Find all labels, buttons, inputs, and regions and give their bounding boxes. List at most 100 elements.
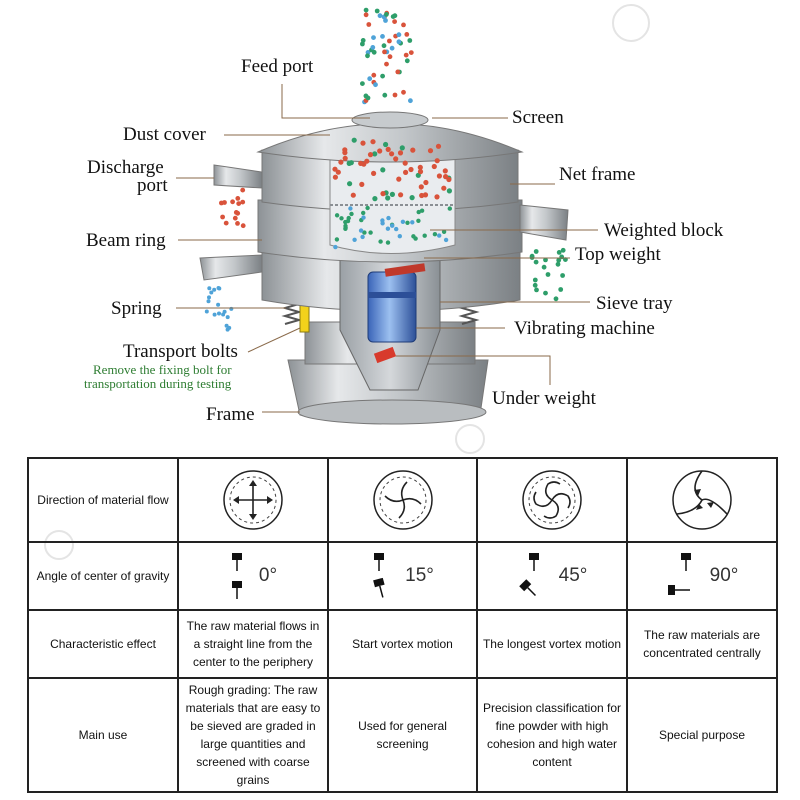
particle	[348, 206, 353, 211]
particle	[372, 196, 378, 202]
particle	[366, 22, 372, 27]
particle	[408, 98, 413, 104]
particle	[380, 34, 385, 39]
particle	[441, 229, 447, 234]
particle	[348, 160, 354, 166]
label-discharge-port-line1: Discharge	[87, 157, 164, 178]
particle	[533, 259, 539, 265]
angle-cell: 0°	[177, 541, 329, 611]
particle	[362, 230, 367, 235]
particle	[534, 287, 539, 293]
particle	[382, 92, 388, 98]
particle	[363, 7, 369, 13]
discharge-port-upper	[213, 164, 263, 189]
particle	[332, 174, 338, 180]
particle	[396, 176, 402, 182]
table-cell: Start vortex motion	[327, 609, 478, 679]
particle	[360, 234, 365, 240]
particle	[358, 160, 364, 166]
watermark-ring	[612, 4, 650, 42]
particle	[363, 12, 369, 18]
particle	[342, 150, 348, 156]
particle	[343, 225, 348, 230]
angle-value: 0°	[258, 565, 278, 586]
particle	[334, 237, 340, 242]
particle	[559, 254, 565, 260]
particle	[370, 139, 376, 145]
particle	[409, 195, 415, 201]
particle	[441, 185, 447, 191]
particle	[225, 315, 230, 320]
particle	[333, 244, 338, 250]
gravity-weights-90-icon	[667, 553, 691, 595]
particle	[204, 309, 209, 314]
particle	[372, 151, 378, 157]
particle	[217, 311, 221, 316]
particle	[240, 187, 246, 193]
discharge-port-right	[519, 204, 569, 241]
particle	[347, 181, 353, 187]
comparison-table: Direction of material flow	[27, 457, 778, 793]
sieve-machine-diagram: Feed port Screen Dust cover Discharge po…	[84, 7, 724, 425]
row-header-flow: Direction of material flow	[27, 457, 179, 543]
particle	[392, 92, 398, 98]
label-screen: Screen	[512, 107, 564, 128]
particle	[555, 261, 561, 267]
particle	[435, 143, 442, 149]
particle	[360, 41, 365, 47]
particle	[385, 226, 391, 231]
particle	[553, 296, 559, 302]
particle	[371, 35, 376, 40]
particle	[423, 179, 429, 186]
particle	[207, 286, 212, 291]
table-cell: Precision classification for fine powder…	[476, 677, 628, 793]
table-cell: Used for general screening	[327, 677, 478, 793]
particle	[532, 282, 538, 288]
row-header-angle: Angle of center of gravity	[27, 541, 179, 611]
particle	[365, 95, 371, 101]
label-top-weight: Top weight	[575, 244, 661, 265]
discharge-port-lower	[199, 254, 263, 281]
particle	[223, 220, 229, 226]
particle	[384, 12, 389, 17]
particle	[370, 45, 376, 50]
particle	[236, 201, 242, 207]
particles	[204, 7, 568, 332]
particle	[400, 219, 406, 224]
vibrating-motor	[367, 271, 417, 343]
label-beam-ring: Beam ring	[86, 230, 166, 251]
flow-cell	[626, 457, 778, 543]
particle	[380, 73, 385, 79]
particle	[397, 234, 402, 239]
particle	[447, 206, 452, 211]
particle	[389, 45, 395, 51]
particle	[380, 221, 385, 226]
particle	[392, 19, 397, 24]
particle	[212, 287, 217, 292]
table-row: Characteristic effect The raw material f…	[27, 609, 778, 679]
particle	[407, 38, 413, 43]
particle	[233, 210, 239, 215]
label-sieve-tray: Sieve tray	[596, 293, 673, 314]
particle	[378, 239, 383, 244]
particle	[413, 236, 418, 241]
flow-cell	[327, 457, 478, 543]
particle	[224, 323, 229, 328]
label-weighted-block: Weighted block	[604, 220, 724, 241]
particle	[377, 13, 383, 19]
particle	[395, 69, 401, 75]
particle	[383, 141, 389, 148]
particle	[360, 38, 366, 43]
particle	[359, 181, 365, 187]
row-header-effect: Characteristic effect	[27, 609, 179, 679]
particle	[394, 226, 399, 232]
particle	[360, 140, 366, 146]
particle	[220, 214, 226, 220]
particle	[235, 221, 240, 226]
particle	[371, 72, 377, 78]
particle	[396, 39, 402, 45]
particle	[222, 200, 227, 205]
particle	[389, 151, 395, 157]
frame-bottom-rim	[297, 399, 487, 425]
particle	[399, 145, 405, 151]
